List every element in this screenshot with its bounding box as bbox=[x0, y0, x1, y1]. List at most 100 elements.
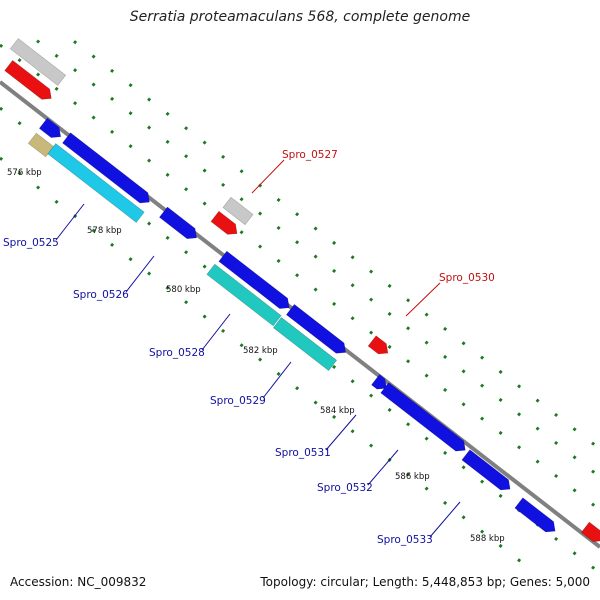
grid-dot-0 bbox=[387, 283, 392, 288]
gene-spro-0527[interactable] bbox=[210, 210, 241, 238]
gene-label-spro-0525[interactable]: Spro_0525 bbox=[3, 237, 59, 249]
gene-grey-1[interactable] bbox=[9, 38, 67, 86]
tick-588kbp: 588 kbp bbox=[470, 534, 505, 544]
grid-dot-0 bbox=[554, 412, 559, 418]
grid-dot-2 bbox=[350, 316, 355, 321]
grid-dot-1 bbox=[369, 297, 374, 302]
gene-label-spro-0526[interactable]: Spro_0526 bbox=[73, 289, 129, 301]
gene-label-spro-0527[interactable]: Spro_0527 bbox=[282, 149, 338, 161]
grid-dot-2 bbox=[258, 244, 263, 249]
grid-dot-0 bbox=[572, 427, 577, 432]
grid-dot-4 bbox=[239, 343, 244, 348]
grid-dot-2 bbox=[369, 330, 374, 335]
gene-red-1[interactable] bbox=[4, 59, 56, 103]
grid-dot-0 bbox=[369, 269, 374, 274]
gene-label-spro-0531[interactable]: Spro_0531 bbox=[275, 447, 331, 459]
grid-dot-0 bbox=[184, 126, 189, 131]
gene-spro-0528-inner[interactable] bbox=[218, 250, 293, 313]
gene-spro-0526[interactable] bbox=[158, 206, 200, 243]
grid-dot-1 bbox=[128, 111, 133, 116]
grid-dot-0 bbox=[350, 255, 355, 260]
grid-dot-1 bbox=[110, 96, 115, 101]
grid-dot-4 bbox=[295, 386, 300, 391]
grid-dot-0 bbox=[313, 226, 318, 231]
gene-spro-0532[interactable] bbox=[380, 382, 470, 456]
callout-spro-0529 bbox=[262, 361, 292, 399]
grid-dot-0 bbox=[110, 68, 115, 73]
callout-spro-0532 bbox=[367, 449, 399, 486]
callout-spro-0530 bbox=[405, 282, 441, 317]
grid-dot-0 bbox=[91, 54, 96, 59]
grid-dot-2 bbox=[443, 387, 448, 392]
gene-spro-0529-inner[interactable] bbox=[285, 304, 349, 357]
gene-spro-0525[interactable] bbox=[47, 143, 145, 223]
grid-dot-2 bbox=[424, 373, 429, 378]
grid-dot-0 bbox=[443, 326, 448, 331]
callout-spro-0527 bbox=[251, 159, 285, 194]
grid-dot-4 bbox=[369, 443, 374, 448]
grid-dot-1 bbox=[73, 68, 78, 73]
gene-spro-0533[interactable] bbox=[461, 449, 514, 495]
accession-text: Accession: NC_009832 bbox=[10, 575, 147, 589]
gene-spro-0524[interactable] bbox=[38, 117, 64, 142]
grid-dot-3 bbox=[443, 450, 448, 455]
gene-spro-0530[interactable] bbox=[367, 335, 392, 359]
gene-spro-0529[interactable] bbox=[272, 317, 338, 371]
grid-dot-4 bbox=[443, 500, 448, 505]
grid-dot-4 bbox=[202, 314, 207, 319]
grid-dot-1 bbox=[591, 469, 596, 474]
gene-label-spro-0532[interactable]: Spro_0532 bbox=[317, 482, 373, 494]
grid-dot-1 bbox=[517, 412, 522, 417]
grid-dot-2 bbox=[535, 459, 540, 464]
grid-dot-4 bbox=[36, 185, 41, 190]
grid-dot-1 bbox=[535, 426, 540, 431]
grid-dot-2 bbox=[480, 416, 485, 421]
grid-dot-2 bbox=[332, 301, 337, 306]
grid-dot-2 bbox=[128, 144, 133, 149]
grid-dot-4 bbox=[313, 400, 318, 405]
grid-dot-4 bbox=[110, 242, 115, 247]
genome-summary-text: Topology: circular; Length: 5,448,853 bp… bbox=[260, 575, 590, 589]
grid-dot-0 bbox=[406, 298, 411, 303]
grid-dot-3 bbox=[202, 264, 207, 269]
gene-red-end[interactable] bbox=[580, 521, 600, 546]
gene-grey-2[interactable] bbox=[222, 196, 254, 226]
tick-578kbp: 578 kbp bbox=[87, 226, 122, 236]
grid-dot-3 bbox=[572, 551, 577, 556]
grid-dot-1 bbox=[313, 254, 318, 259]
grid-dot-0 bbox=[424, 312, 429, 317]
grid-dot-4 bbox=[276, 371, 281, 376]
tick-580kbp: 580 kbp bbox=[166, 285, 201, 295]
grid-dot-3 bbox=[591, 565, 596, 570]
grid-dot-1 bbox=[498, 397, 503, 402]
grid-dot-3 bbox=[498, 493, 503, 498]
gene-label-spro-0533[interactable]: Spro_0533 bbox=[377, 534, 433, 546]
grid-dot-3 bbox=[184, 250, 189, 255]
grid-dot-2 bbox=[165, 172, 170, 177]
gene-spro-0525-inner[interactable] bbox=[62, 132, 154, 208]
grid-dot-2 bbox=[554, 473, 559, 479]
grid-dot-1 bbox=[554, 440, 559, 446]
map-title: Serratia proteamaculans 568, complete ge… bbox=[129, 9, 471, 25]
grid-dot-1 bbox=[165, 139, 170, 144]
grid-dot-0 bbox=[202, 140, 207, 145]
grid-dot-2 bbox=[91, 115, 96, 120]
gene-label-spro-0528[interactable]: Spro_0528 bbox=[149, 347, 205, 359]
grid-dot-0 bbox=[517, 384, 522, 389]
grid-dot-2 bbox=[276, 258, 281, 263]
gene-label-spro-0529[interactable]: Spro_0529 bbox=[210, 395, 266, 407]
grid-dot-2 bbox=[0, 43, 4, 48]
grid-dot-1 bbox=[443, 354, 448, 359]
grid-dot-0 bbox=[332, 240, 337, 245]
grid-dot-2 bbox=[147, 158, 152, 163]
gene-label-spro-0530[interactable]: Spro_0530 bbox=[439, 272, 495, 284]
gene-spro-0528[interactable] bbox=[206, 263, 282, 327]
grid-dot-2 bbox=[572, 488, 577, 493]
grid-dot-0 bbox=[498, 369, 503, 374]
gene-spro-0531[interactable] bbox=[371, 374, 390, 394]
grid-dot-1 bbox=[258, 211, 263, 216]
gene-olive-1[interactable] bbox=[27, 132, 55, 158]
grid-dot-1 bbox=[147, 125, 152, 130]
gene-blue-end[interactable] bbox=[514, 497, 559, 536]
grid-dot-1 bbox=[54, 53, 59, 58]
